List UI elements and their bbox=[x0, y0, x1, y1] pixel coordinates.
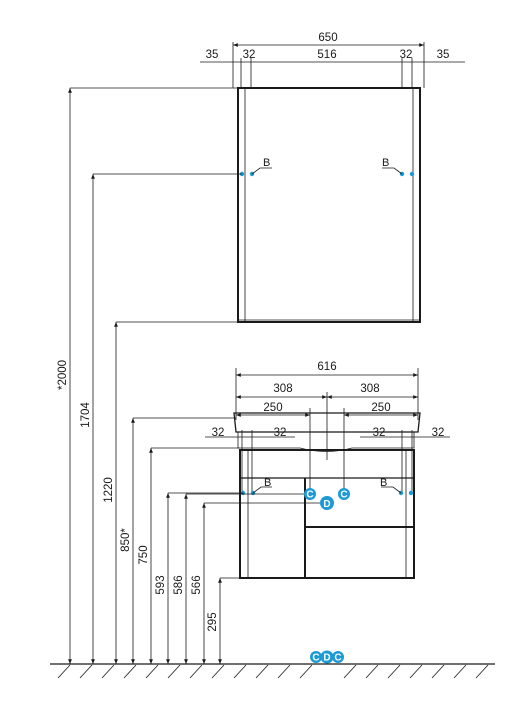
connector-c-left: C bbox=[306, 490, 313, 501]
vanity-right-inner-32: 32 bbox=[373, 427, 386, 439]
height-750: 750 bbox=[138, 545, 150, 564]
vanity-left-outer-32: 32 bbox=[212, 427, 225, 439]
mirror-left-inset: 32 bbox=[243, 49, 256, 61]
vanity-left-offset: 250 bbox=[263, 402, 282, 414]
floor-marker-c-right: C bbox=[334, 653, 341, 664]
height-586: 586 bbox=[173, 575, 185, 594]
mirror-overall-width: 650 bbox=[318, 32, 337, 44]
mirror-mount-points: B B bbox=[239, 157, 415, 177]
mirror-right-inset: 32 bbox=[400, 49, 413, 61]
height-295: 295 bbox=[207, 612, 219, 631]
mirror-left-margin: 35 bbox=[206, 49, 219, 61]
vanity-point-b-right: B bbox=[380, 477, 387, 489]
vanity-right-offset: 250 bbox=[371, 402, 390, 414]
vanity-mount-points: B B bbox=[240, 477, 414, 496]
floor-connector-markers: C D C bbox=[310, 650, 344, 664]
mirror-middle-width: 516 bbox=[317, 49, 336, 61]
floor-marker-c-left: C bbox=[312, 653, 319, 664]
connector-d: D bbox=[323, 499, 330, 510]
vanity-left-inner-32: 32 bbox=[274, 427, 287, 439]
mirror-cabinet bbox=[237, 87, 421, 323]
vanity-left-half: 308 bbox=[273, 383, 292, 395]
height-dimensions: *2000 1704 1220 850* 750 593 586 566 295 bbox=[57, 87, 320, 664]
vanity-right-half: 308 bbox=[360, 383, 379, 395]
vanity-point-b-left: B bbox=[264, 477, 271, 489]
vanity-unit bbox=[233, 412, 421, 579]
height-1704: 1704 bbox=[80, 402, 92, 428]
mirror-point-b-right: B bbox=[382, 157, 389, 169]
height-1220: 1220 bbox=[103, 477, 115, 503]
height-566: 566 bbox=[191, 575, 203, 594]
vanity-width-dimensions: 616 308 308 250 250 bbox=[235, 361, 419, 490]
floor-hatching bbox=[57, 664, 489, 679]
connector-c-right: C bbox=[340, 490, 347, 501]
vanity-connectors: C D C bbox=[304, 488, 350, 510]
height-593: 593 bbox=[155, 575, 167, 594]
vanity-inset-dimensions: 32 32 32 32 bbox=[205, 427, 450, 492]
mirror-point-b-left: B bbox=[263, 157, 270, 169]
vanity-right-outer-32: 32 bbox=[432, 427, 445, 439]
height-2000: *2000 bbox=[57, 360, 69, 390]
mirror-width-dimension: 650 35 32 516 32 35 bbox=[200, 32, 465, 88]
mirror-right-margin: 35 bbox=[437, 49, 450, 61]
floor-marker-d: D bbox=[323, 653, 330, 664]
vanity-overall-width: 616 bbox=[317, 361, 336, 373]
height-850: 850* bbox=[120, 528, 132, 552]
floor bbox=[50, 663, 495, 679]
